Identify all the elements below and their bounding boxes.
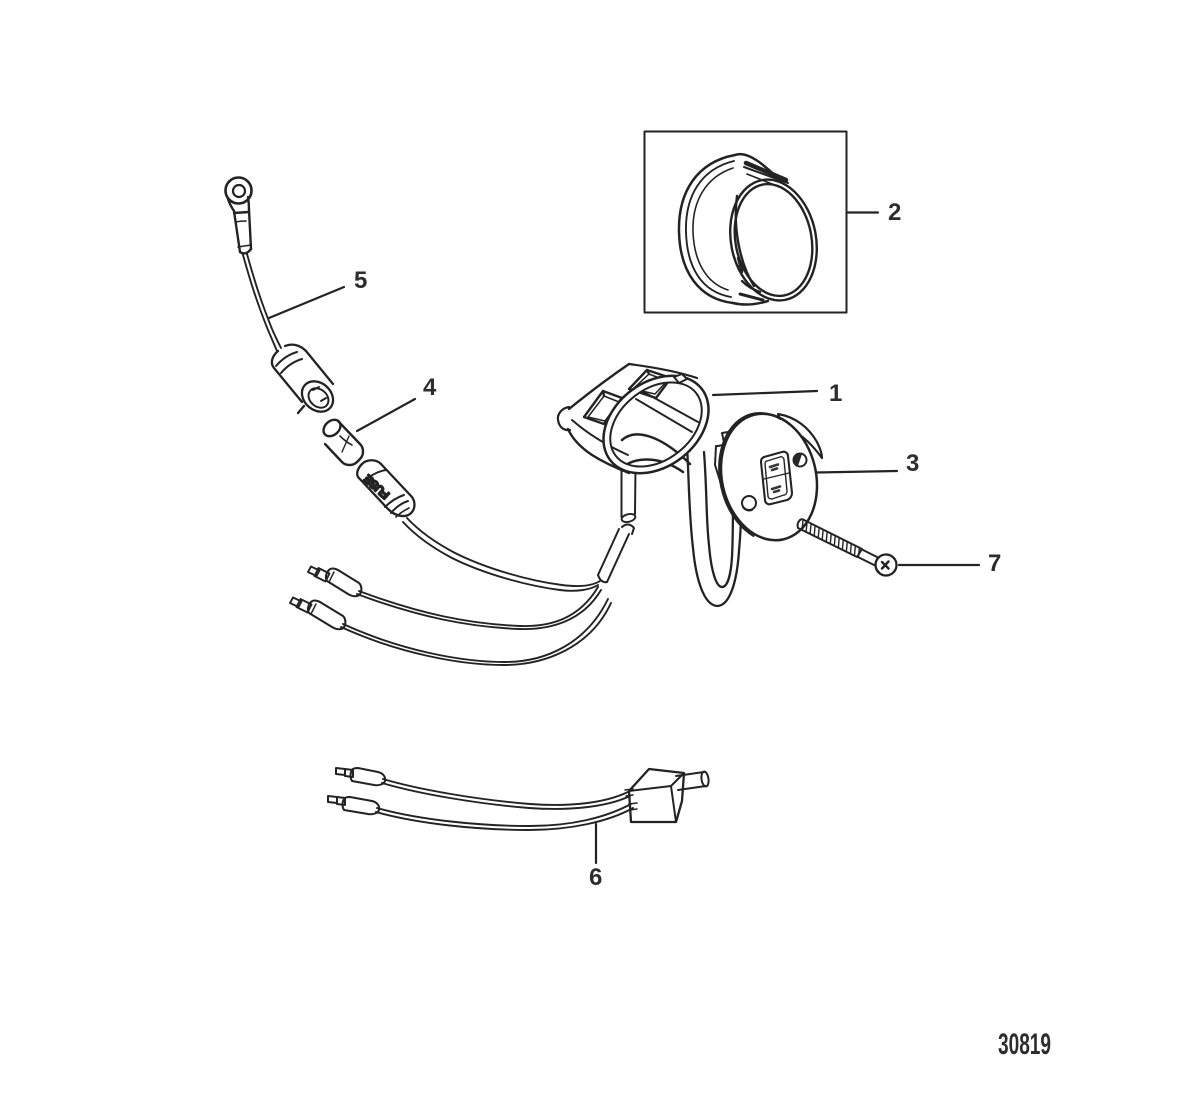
svg-text:3: 3 — [906, 450, 919, 477]
svg-text:7: 7 — [988, 550, 1001, 577]
svg-text:2: 2 — [888, 199, 901, 226]
svg-text:4: 4 — [423, 374, 437, 401]
svg-text:1: 1 — [829, 380, 842, 407]
svg-text:6: 6 — [589, 864, 602, 891]
svg-text:30819: 30819 — [998, 1028, 1051, 1061]
svg-text:5: 5 — [354, 267, 367, 294]
